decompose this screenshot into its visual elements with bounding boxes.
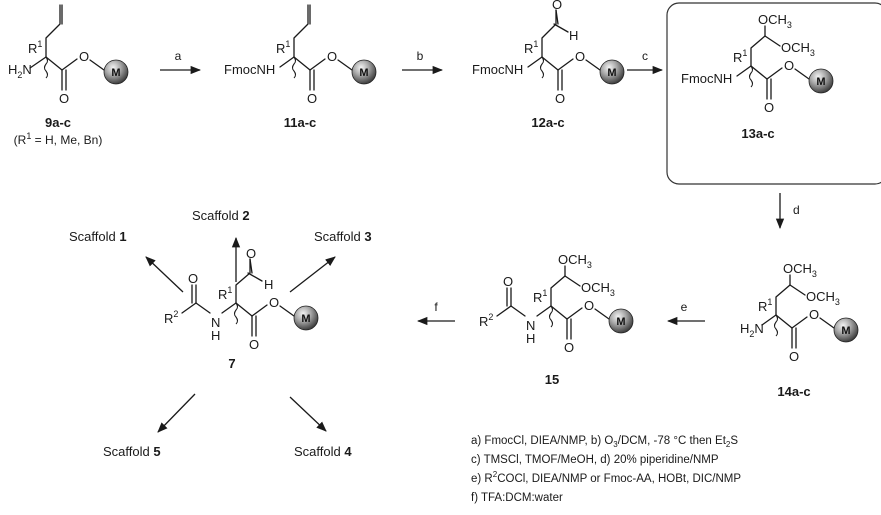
arrow-to-scaffold-5 xyxy=(157,393,196,433)
r1-atom: R1 xyxy=(276,39,290,56)
svg-text:M: M xyxy=(841,325,850,337)
aldehyde-h-atom: H xyxy=(569,28,578,43)
svg-text:M: M xyxy=(301,313,310,325)
fmocnh-atom: FmocNH xyxy=(224,62,275,77)
step-label-f: f xyxy=(434,300,438,314)
highlight-box-13 xyxy=(666,2,881,185)
ester-o-atom: O xyxy=(79,49,89,64)
step-label-d: d xyxy=(793,203,800,217)
carbonyl-o-atom: O xyxy=(59,91,69,106)
conditions-line-1: a) FmocCl, DIEA/NMP, b) O3/DCM, -78 °C t… xyxy=(471,435,738,449)
compound-13: OCH3 OCH3 R1 FmocNH O O M 13a-c xyxy=(681,12,834,141)
carbonyl-o-atom: O xyxy=(764,100,774,115)
step-label-b: b xyxy=(417,49,424,63)
resin-bead-icon: M xyxy=(608,308,634,334)
conditions-line-3: e) R2COCl, DIEA/NMP or Fmoc-AA, HOBt, DI… xyxy=(471,470,741,485)
carbonyl-o-atom: O xyxy=(789,349,799,364)
ester-o-atom: O xyxy=(327,49,337,64)
r1-atom: R1 xyxy=(758,297,772,314)
ester-o-atom: O xyxy=(584,298,594,313)
amide-h-atom: H xyxy=(211,328,220,343)
compound-label-12: 12a-c xyxy=(531,115,564,130)
amide-nh-atom: N xyxy=(526,318,535,333)
ester-o-atom: O xyxy=(269,295,279,310)
resin-bead-icon: M xyxy=(808,68,834,94)
amide-o-atom: O xyxy=(188,271,198,286)
step-label-e: e xyxy=(681,300,688,314)
amide-h-atom: H xyxy=(526,331,535,346)
methoxy-group: OCH3 xyxy=(758,12,792,30)
step-label-a: a xyxy=(175,49,182,63)
methoxy-group: OCH3 xyxy=(581,280,615,298)
resin-bead-icon: M xyxy=(833,317,859,343)
compound-label-13: 13a-c xyxy=(741,126,774,141)
r1-atom: R1 xyxy=(218,285,232,302)
compound-15: OCH3 OCH3 O R1 R2 N H O O M 15 xyxy=(479,252,634,387)
scaffold-5-label: Scaffold 5 xyxy=(103,444,161,459)
compound-label-14: 14a-c xyxy=(777,384,810,399)
compound-11: R1 FmocNH O O M 11a-c xyxy=(224,4,377,130)
r2-atom: R2 xyxy=(164,309,178,326)
carbonyl-o-atom: O xyxy=(555,91,565,106)
resin-bead-icon: M xyxy=(103,59,129,85)
aldehyde-o-atom: O xyxy=(246,246,256,261)
conditions-line-4: f) TFA:DCM:water xyxy=(471,492,563,504)
carbonyl-o-atom: O xyxy=(307,91,317,106)
ester-o-atom: O xyxy=(809,307,819,322)
svg-text:M: M xyxy=(359,67,368,79)
r1-atom: R1 xyxy=(524,39,538,56)
step-label-c: c xyxy=(642,49,648,63)
methoxy-group: OCH3 xyxy=(806,289,840,307)
nh2-atom: H2N xyxy=(740,321,764,339)
compound-7: O H O R1 R2 N H O O M 7 xyxy=(164,246,319,371)
ester-o-atom: O xyxy=(784,58,794,73)
r1-definition: (R1 = H, Me, Bn) xyxy=(14,131,103,147)
carbonyl-o-atom: O xyxy=(249,337,259,352)
methoxy-group: OCH3 xyxy=(783,261,817,279)
fmocnh-atom: FmocNH xyxy=(681,71,732,86)
arrow-to-scaffold-1 xyxy=(145,256,184,293)
fmocnh-atom: FmocNH xyxy=(472,62,523,77)
methoxy-group: OCH3 xyxy=(781,40,815,58)
ester-o-atom: O xyxy=(575,49,585,64)
scaffold-1-label: Scaffold 1 xyxy=(69,229,127,244)
svg-text:M: M xyxy=(607,67,616,79)
carbonyl-o-atom: O xyxy=(564,340,574,355)
amide-o-atom: O xyxy=(503,274,513,289)
reaction-conditions: a) FmocCl, DIEA/NMP, b) O3/DCM, -78 °C t… xyxy=(471,435,741,504)
r1-atom: R1 xyxy=(28,39,42,56)
compound-label-7: 7 xyxy=(228,356,235,371)
r1-atom: R1 xyxy=(533,288,547,305)
scaffold-2-label: Scaffold 2 xyxy=(192,208,250,223)
amide-nh-atom: N xyxy=(211,315,220,330)
arrow-to-scaffold-4 xyxy=(289,396,327,432)
r2-atom: R2 xyxy=(479,312,493,329)
aldehyde-o-atom: O xyxy=(552,0,562,12)
compound-14: OCH3 OCH3 R1 H2N O O M 14a-c xyxy=(740,261,859,399)
compound-label-11: 11a-c xyxy=(284,115,317,130)
r1-atom: R1 xyxy=(733,48,747,65)
resin-bead-icon: M xyxy=(599,59,625,85)
aldehyde-h-atom: H xyxy=(264,277,273,292)
resin-bead-icon: M xyxy=(351,59,377,85)
svg-text:M: M xyxy=(111,67,120,79)
conditions-line-2: c) TMSCl, TMOF/MeOH, d) 20% piperidine/N… xyxy=(471,454,719,466)
resin-bead-icon: M xyxy=(293,305,319,331)
nh2-atom: H2N xyxy=(8,62,32,80)
compound-9: R1 H2N O O M 9a-c (R1 = H, Me, Bn) xyxy=(8,4,129,147)
compound-label-9: 9a-c xyxy=(45,115,71,130)
methoxy-group: OCH3 xyxy=(558,252,592,270)
scaffold-4-label: Scaffold 4 xyxy=(294,444,352,459)
svg-text:M: M xyxy=(816,76,825,88)
compound-label-15: 15 xyxy=(545,372,559,387)
scaffold-3-label: Scaffold 3 xyxy=(314,229,372,244)
compound-12: O H R1 FmocNH O O M 12a-c xyxy=(472,0,625,130)
arrow-to-scaffold-3 xyxy=(289,256,336,293)
svg-text:M: M xyxy=(616,316,625,328)
